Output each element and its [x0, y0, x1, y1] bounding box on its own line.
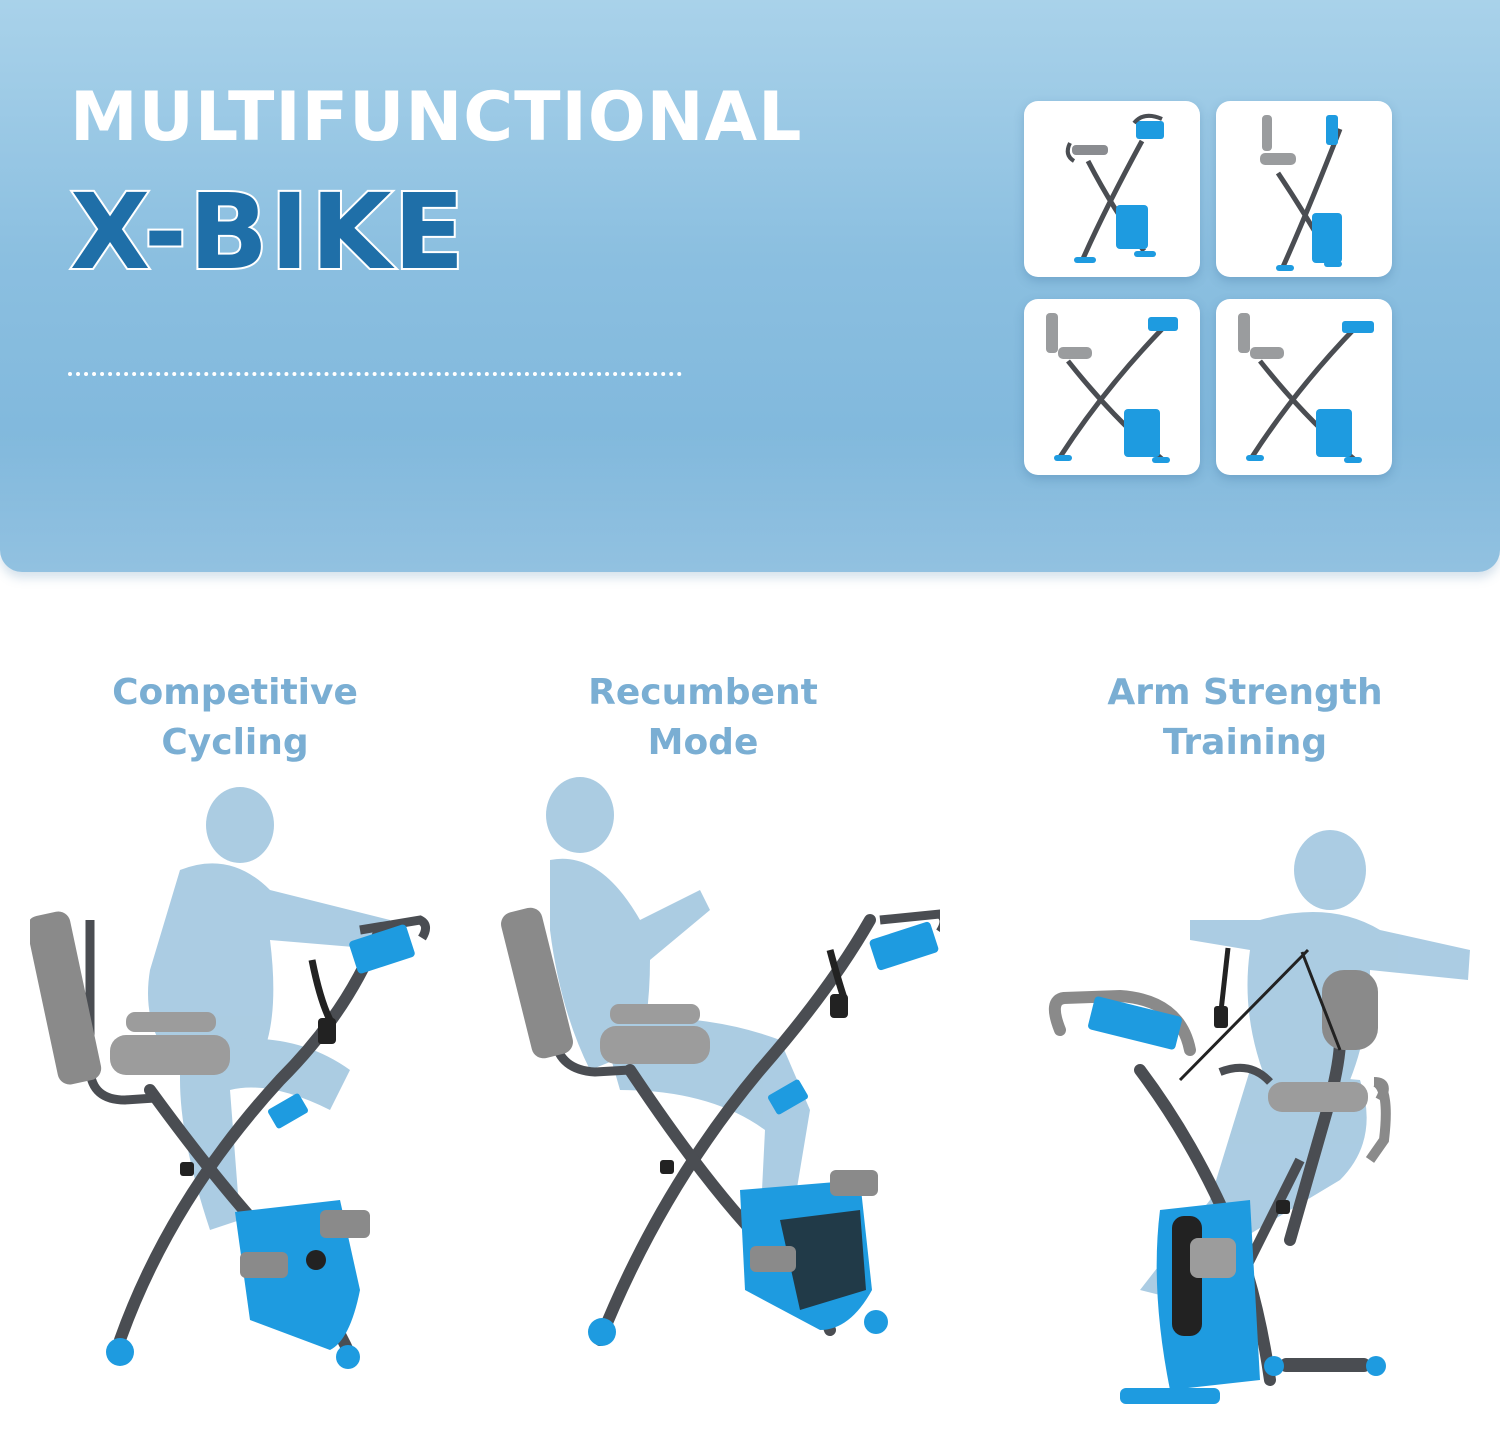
bike-recumbent-illustration	[501, 777, 949, 1346]
mode-label-line1: Recumbent	[588, 672, 818, 713]
scene-arm-strength-training	[1040, 820, 1480, 1420]
mode-label-line2: Mode	[647, 722, 759, 763]
scene-competitive-cycling	[26, 780, 450, 1380]
bike-thumbnail-upright-icon	[1065, 113, 1164, 263]
dotted-divider	[68, 372, 682, 376]
title-x-bike: X-BIKE	[68, 171, 467, 293]
bike-thumbnail-recumbent-icon	[1046, 313, 1178, 463]
mode-label-line1: Competitive	[112, 672, 358, 713]
mode-label-line1: Arm Strength	[1107, 672, 1383, 713]
title-multifunctional: MULTIFUNCTIONAL	[70, 78, 803, 157]
mode-label-arm-strength: Arm Strength Training	[1035, 668, 1455, 768]
bike-competitive-illustration	[26, 787, 430, 1369]
bike-arm-strength-illustration	[1048, 830, 1470, 1404]
scene-recumbent-mode	[500, 770, 949, 1370]
rider-silhouette	[546, 777, 810, 1230]
bike-thumbnail-recumbent-alt-icon	[1238, 313, 1374, 463]
bike-thumbnail-upright-back-icon	[1260, 115, 1343, 271]
hero-banner: MULTIFUNCTIONAL X-BIKE	[0, 0, 1500, 572]
mode-label-recumbent: Recumbent Mode	[493, 668, 913, 768]
mode-label-line2: Cycling	[161, 722, 309, 763]
thumbnail-upright-front	[1024, 101, 1200, 277]
thumbnail-recumbent	[1024, 299, 1200, 475]
mode-label-line2: Training	[1162, 722, 1328, 763]
thumbnail-upright-back	[1216, 101, 1392, 277]
thumbnail-recumbent-alt	[1216, 299, 1392, 475]
mode-label-competitive: Competitive Cycling	[25, 668, 445, 768]
